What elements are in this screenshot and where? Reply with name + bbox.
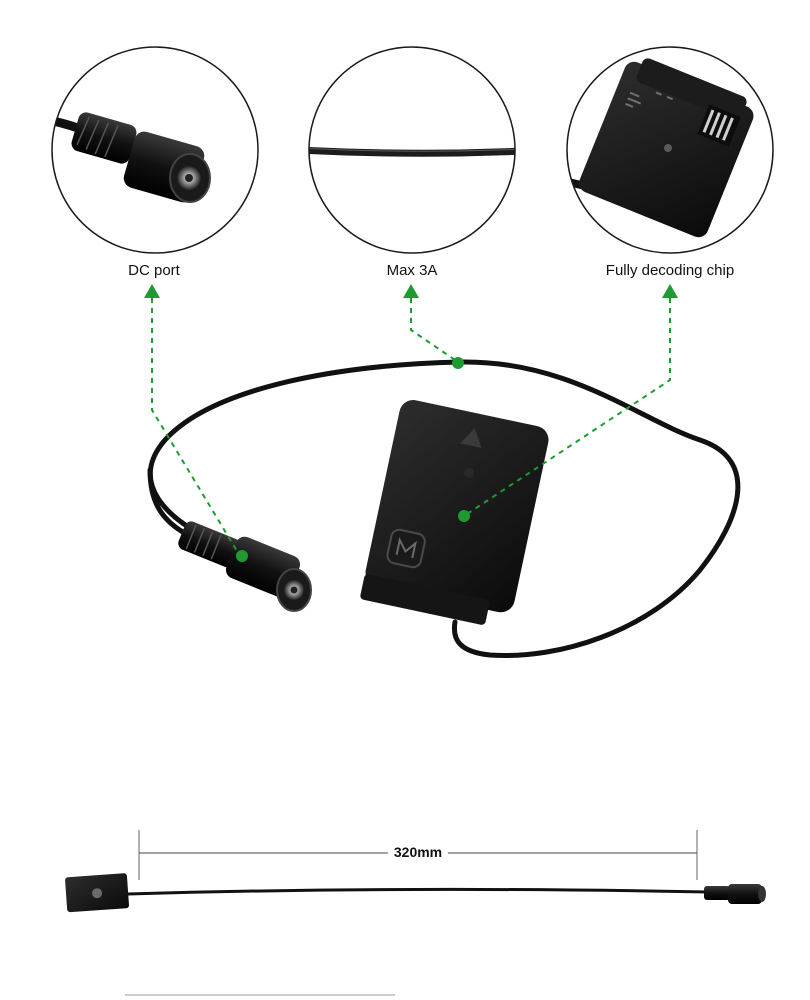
callout-line-decoding-chip [463, 298, 671, 517]
callout-lines [151, 298, 671, 557]
dc-port-closeup [51, 46, 259, 254]
arrow-up-icon [403, 284, 419, 298]
length-measurement [65, 830, 766, 996]
m-logo-icon [386, 528, 426, 569]
cable-closeup [308, 46, 516, 254]
arrow-up-icon [144, 284, 160, 298]
decoding-chip-label: Fully decoding chip [605, 262, 735, 279]
max-current-label: Max 3A [386, 262, 438, 279]
dummy-battery [360, 400, 549, 625]
callout-dot [236, 550, 248, 562]
dc-port-label: DC port [128, 262, 180, 279]
length-label: 320mm [387, 844, 449, 860]
callout-markers [144, 284, 678, 562]
arrow-up-icon [662, 284, 678, 298]
dc-barrel-plug [178, 521, 312, 612]
callout-line-dc-port [151, 298, 241, 557]
straight-cable-battery [65, 873, 129, 913]
callout-line-max-3a [410, 298, 459, 363]
decoding-chip-closeup [566, 46, 774, 254]
callout-dot [458, 510, 470, 522]
callout-dot [452, 357, 464, 369]
coiled-cable [147, 359, 741, 659]
